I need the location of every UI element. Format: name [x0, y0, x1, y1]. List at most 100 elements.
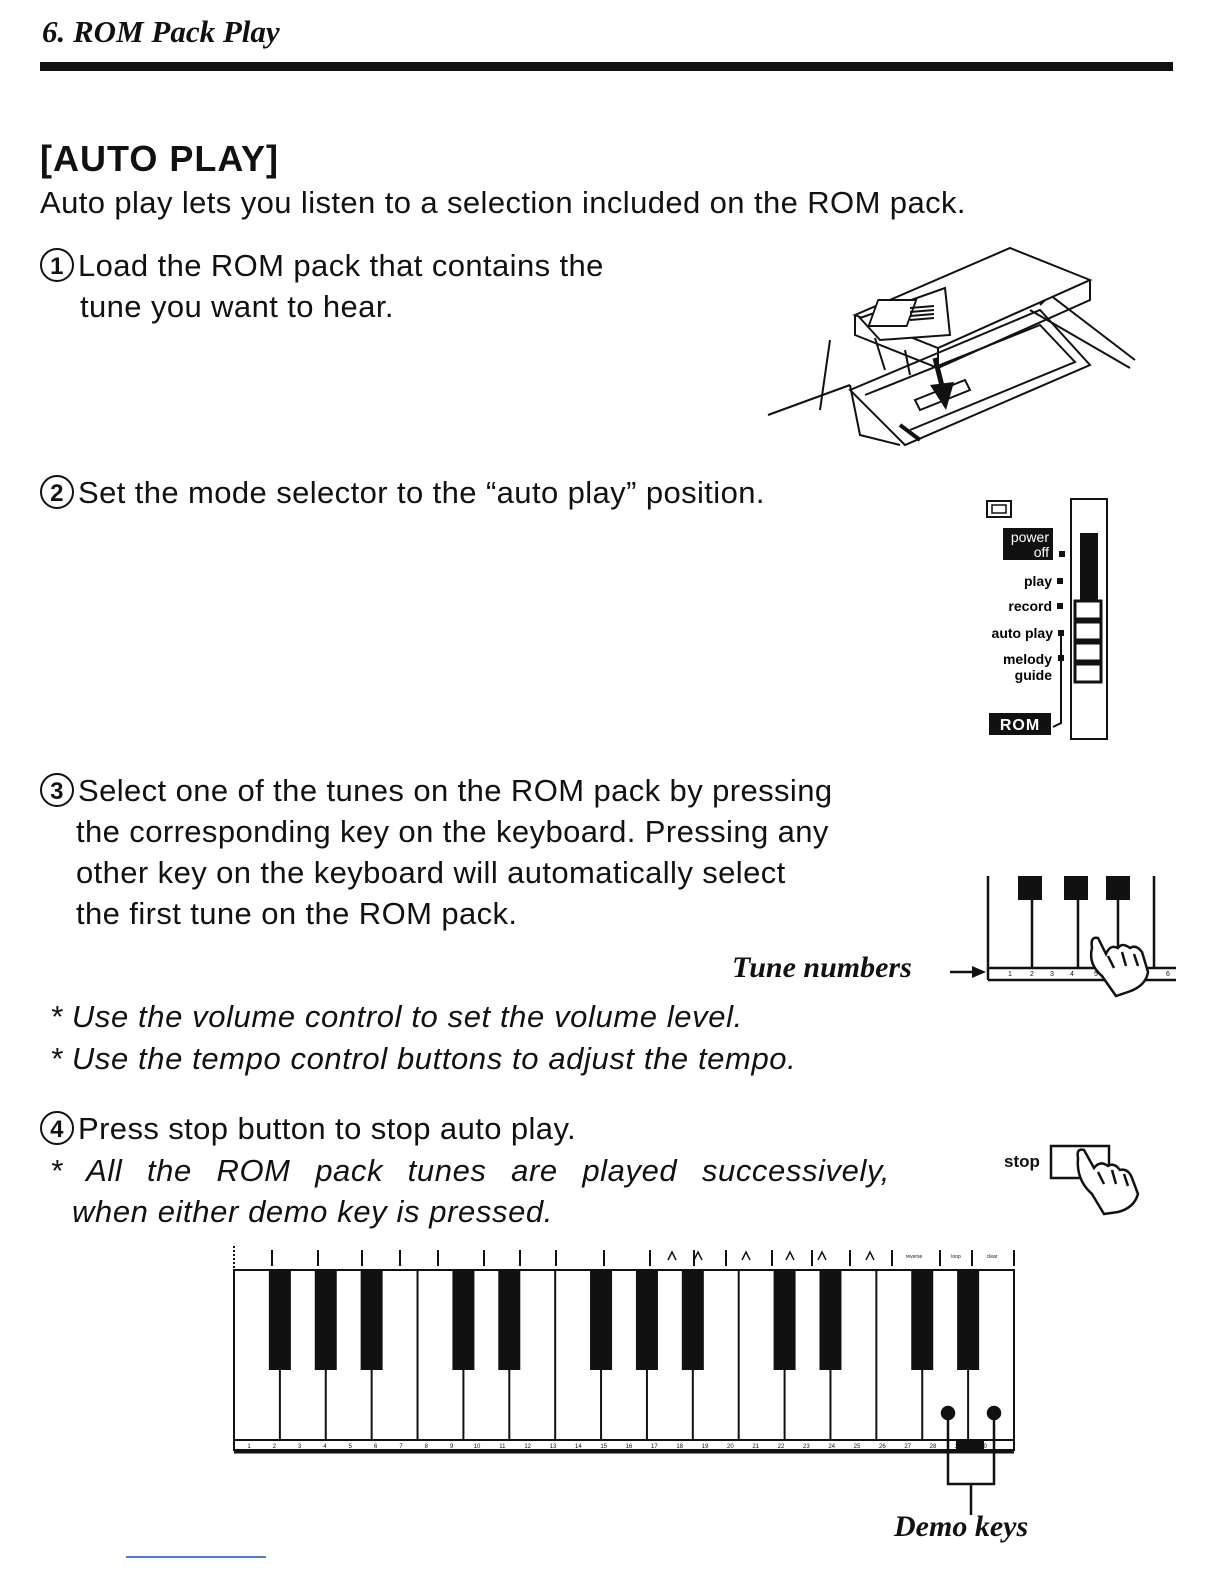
chapter-title: 6. ROM Pack Play [42, 14, 280, 49]
demo-key-indicator [956, 1440, 984, 1450]
note-demo-line: when either demo key is pressed. [72, 1194, 553, 1229]
panel-caret-icon [865, 1250, 875, 1261]
mode-play-label: play [1024, 573, 1052, 589]
key-number: 27 [904, 1444, 911, 1450]
demo-keys-bracket [946, 1470, 996, 1515]
panel-strip [233, 1246, 1015, 1270]
key-number: 9 [450, 1444, 454, 1450]
pointing-hand-icon [1076, 1148, 1140, 1216]
key-number: 6 [374, 1444, 378, 1450]
key-number: 13 [550, 1444, 557, 1450]
key-number: 5 [349, 1444, 353, 1450]
panel-caret-icon [667, 1250, 677, 1261]
mode-selector-illustration: power off play record auto play melody g… [986, 498, 1108, 740]
rom-pack-insert-illustration [767, 246, 1136, 447]
black-key[interactable] [635, 1270, 658, 1370]
black-key[interactable] [773, 1270, 796, 1370]
tune-number: 2 [1030, 971, 1034, 978]
key-number: 8 [425, 1444, 429, 1450]
panel-caret-icon [817, 1250, 827, 1261]
key-number: 28 [930, 1444, 937, 1450]
tune-number: 3 [1050, 971, 1054, 978]
keyboard-body [233, 1269, 1015, 1451]
note-tempo: * Use the tempo control buttons to adjus… [50, 1041, 797, 1076]
step-number: 3 [40, 773, 74, 807]
stop-label: stop [1004, 1152, 1040, 1171]
step-number: 4 [40, 1111, 74, 1145]
tune-number: 4 [1070, 971, 1074, 978]
key-number: 10 [474, 1444, 481, 1450]
tune-keys-illustration: 1 2 3 4 5 6 [986, 876, 1176, 998]
black-key[interactable] [911, 1270, 934, 1370]
panel-label: clear [987, 1254, 998, 1260]
black-key[interactable] [957, 1270, 980, 1370]
section-title: [AUTO PLAY] [40, 138, 280, 179]
pointing-hand-icon [1089, 936, 1150, 998]
step-text: Select one of the tunes on the ROM pack … [78, 773, 833, 808]
demo-keys-label: Demo keys [894, 1510, 1029, 1543]
panel-caret-icon [693, 1250, 703, 1261]
key-number: 1 [247, 1444, 251, 1450]
intro-text: Auto play lets you listen to a selection… [40, 185, 966, 220]
black-key[interactable] [314, 1270, 337, 1370]
step-text: Press stop button to stop auto play. [78, 1111, 577, 1146]
step-text: tune you want to hear. [80, 289, 394, 324]
key-number: 16 [626, 1444, 633, 1450]
key-number: 22 [778, 1444, 785, 1450]
selector-indicator-icon [986, 500, 1012, 518]
black-key[interactable] [681, 1270, 704, 1370]
black-key[interactable] [590, 1270, 613, 1370]
key-number: 17 [651, 1444, 658, 1450]
header-rule [40, 62, 1173, 71]
demo-keys-marker [940, 1405, 1002, 1470]
black-key[interactable] [360, 1270, 383, 1370]
key-number: 20 [727, 1444, 734, 1450]
mode-melody-label: melody [1003, 651, 1052, 667]
bottom-rule [126, 1556, 266, 1558]
key-number: 26 [879, 1444, 886, 1450]
key-number: 24 [828, 1444, 835, 1450]
step-number: 2 [40, 475, 74, 509]
key-number: 12 [524, 1444, 531, 1450]
note-demo: * All the ROM pack tunes are played succ… [50, 1150, 890, 1232]
mode-auto-play-label: auto play [992, 625, 1054, 641]
mode-guide-label: guide [1015, 667, 1053, 683]
mode-rom-label: ROM [1000, 717, 1040, 734]
key-number: 15 [600, 1444, 607, 1450]
key-number: 14 [575, 1444, 582, 1450]
tune-number: 5 [1094, 971, 1098, 978]
black-key[interactable] [452, 1270, 475, 1370]
step-text: the corresponding key on the keyboard. P… [76, 814, 829, 849]
note-volume: * Use the volume control to set the volu… [50, 999, 743, 1034]
tune-number: 1 [1008, 971, 1012, 978]
tune-number: 6 [1166, 971, 1170, 978]
step-text: the first tune on the ROM pack. [76, 896, 518, 931]
key-number: 11 [499, 1444, 506, 1450]
tune-numbers-label: Tune numbers [732, 951, 912, 984]
step-text: other key on the keyboard will automatic… [76, 855, 786, 890]
panel-caret-icon [741, 1250, 751, 1261]
black-key[interactable] [498, 1270, 521, 1370]
key-number: 2 [273, 1444, 277, 1450]
black-key[interactable] [268, 1270, 291, 1370]
arrow-right-icon [950, 966, 986, 978]
key-number: 7 [399, 1444, 403, 1450]
step-text: Load the ROM pack that contains the [78, 248, 604, 283]
key-number: 23 [803, 1444, 810, 1450]
note-demo-line: * All the ROM pack tunes are played succ… [50, 1153, 890, 1188]
panel-label: loop [951, 1254, 961, 1260]
key-number: 19 [702, 1444, 709, 1450]
key-number: 18 [676, 1444, 683, 1450]
panel-label: reverse [906, 1254, 923, 1260]
black-key[interactable] [819, 1270, 842, 1370]
key-number: 25 [854, 1444, 861, 1450]
mode-power-label: power [1011, 529, 1049, 545]
stop-button-illustration[interactable] [1048, 1142, 1148, 1217]
panel-caret-icon [785, 1250, 795, 1261]
key-number: 21 [752, 1444, 759, 1450]
key-number: 4 [323, 1444, 327, 1450]
